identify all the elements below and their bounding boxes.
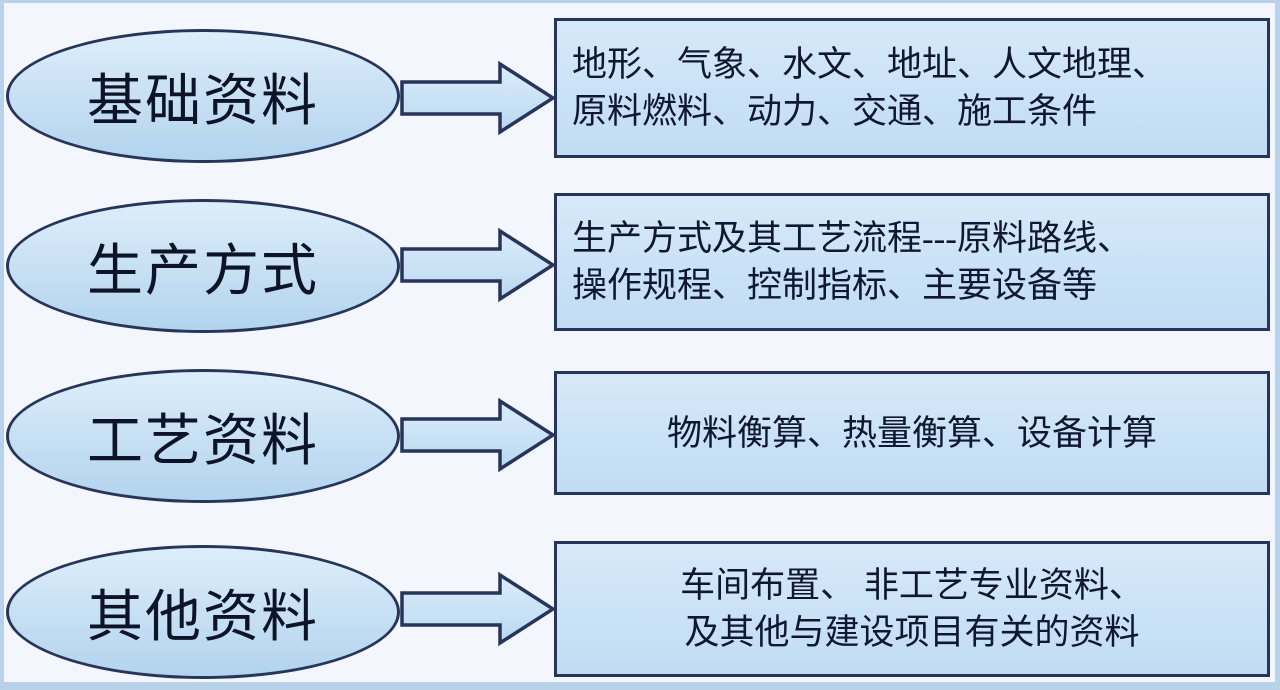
box-text-line: 地形、气象、水文、地址、人文地理、: [572, 45, 1168, 84]
ellipse-other-data: 其他资料: [6, 545, 400, 679]
right-arrow-icon: [400, 227, 556, 303]
ellipse-basic-data: 基础资料: [6, 29, 400, 163]
box-text-line: 物料衡算、热量衡算、设备计算: [666, 413, 1157, 453]
box-process-data: 物料衡算、热量衡算、设备计算: [554, 371, 1270, 495]
ellipse-process-data: 工艺资料: [6, 369, 400, 503]
box-text-line: 操作规程、控制指标、主要设备等: [572, 266, 1098, 305]
ellipse-production-method: 生产方式: [6, 199, 400, 333]
box-production-method: 生产方式及其工艺流程---原料路线、 操作规程、控制指标、主要设备等: [554, 193, 1270, 331]
box-text-line: 车间布置、 非工艺专业资料、: [680, 566, 1144, 605]
ellipse-basic-data-label: 基础资料: [87, 70, 319, 133]
box-other-data: 车间布置、 非工艺专业资料、 及其他与建设项目有关的资料: [554, 541, 1270, 677]
right-arrow-icon: [400, 60, 556, 136]
right-arrow-icon: [400, 571, 556, 647]
ellipse-other-data-label: 其他资料: [87, 586, 319, 649]
right-arrow-icon: [400, 397, 556, 473]
box-text-line: 原料燃料、动力、交通、施工条件: [572, 92, 1098, 131]
box-basic-data: 地形、气象、水文、地址、人文地理、 原料燃料、动力、交通、施工条件: [554, 18, 1270, 158]
box-text-line: 及其他与建设项目有关的资料: [684, 613, 1140, 652]
ellipse-process-data-label: 工艺资料: [87, 410, 319, 473]
box-text-line: 生产方式及其工艺流程---原料路线、: [572, 219, 1132, 258]
ellipse-production-method-label: 生产方式: [87, 240, 319, 303]
